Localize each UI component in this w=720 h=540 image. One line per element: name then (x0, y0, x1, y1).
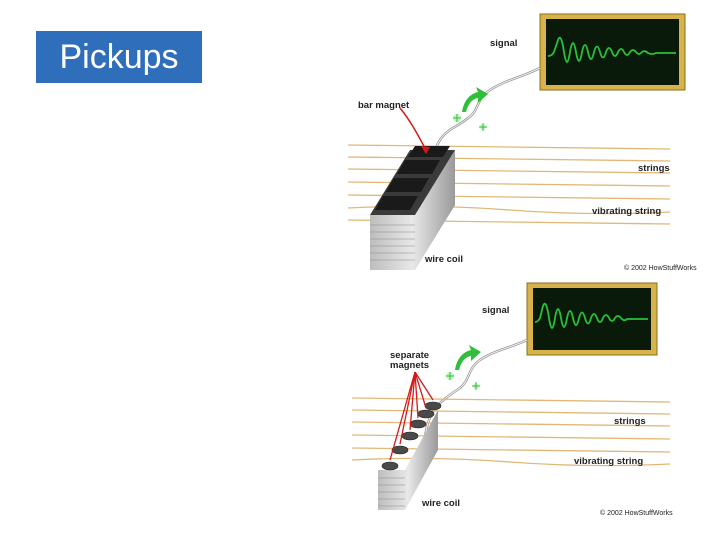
slide-title: Pickups (36, 31, 202, 83)
bottom-green-arrow-icon (455, 345, 481, 370)
bottom-magnet-pointers (389, 371, 434, 461)
pickup-illustration (347, 13, 686, 510)
bottom-wire-coil-label: wire coil (422, 498, 461, 509)
bottom-signal-wave (534, 302, 648, 329)
top-bar-magnet (370, 146, 455, 270)
bottom-signal-label: signal (482, 305, 510, 316)
top-vibrating-string-label: vibrating string (592, 206, 662, 217)
top-oscilloscope (539, 13, 686, 91)
bottom-oscilloscope (526, 282, 658, 356)
top-diagram (347, 13, 686, 270)
bottom-diagram (351, 282, 671, 510)
top-bar-magnet-label: bar magnet (358, 100, 410, 111)
bottom-vibrating-string-label: vibrating string (574, 456, 644, 467)
top-signal-label: signal (490, 38, 518, 49)
bottom-magnets-label: magnets (390, 360, 430, 371)
top-magnet-pointer (399, 107, 427, 151)
top-wire-coil-label: wire coil (425, 254, 464, 265)
bottom-copyright: © 2002 HowStuffWorks (600, 510, 673, 517)
top-strings-label: strings (638, 163, 670, 174)
bottom-sparks (446, 372, 480, 390)
top-green-arrow-icon (462, 87, 488, 112)
bottom-strings-label: strings (614, 416, 646, 427)
bottom-separate-label: separate (390, 350, 430, 361)
top-copyright: © 2002 HowStuffWorks (624, 265, 697, 272)
top-sparks (453, 114, 487, 131)
top-signal-wave (547, 36, 676, 63)
pickup-diagram: signal bar magnet strings vibrating stri… (330, 0, 720, 540)
bottom-separate-magnets (378, 401, 442, 510)
